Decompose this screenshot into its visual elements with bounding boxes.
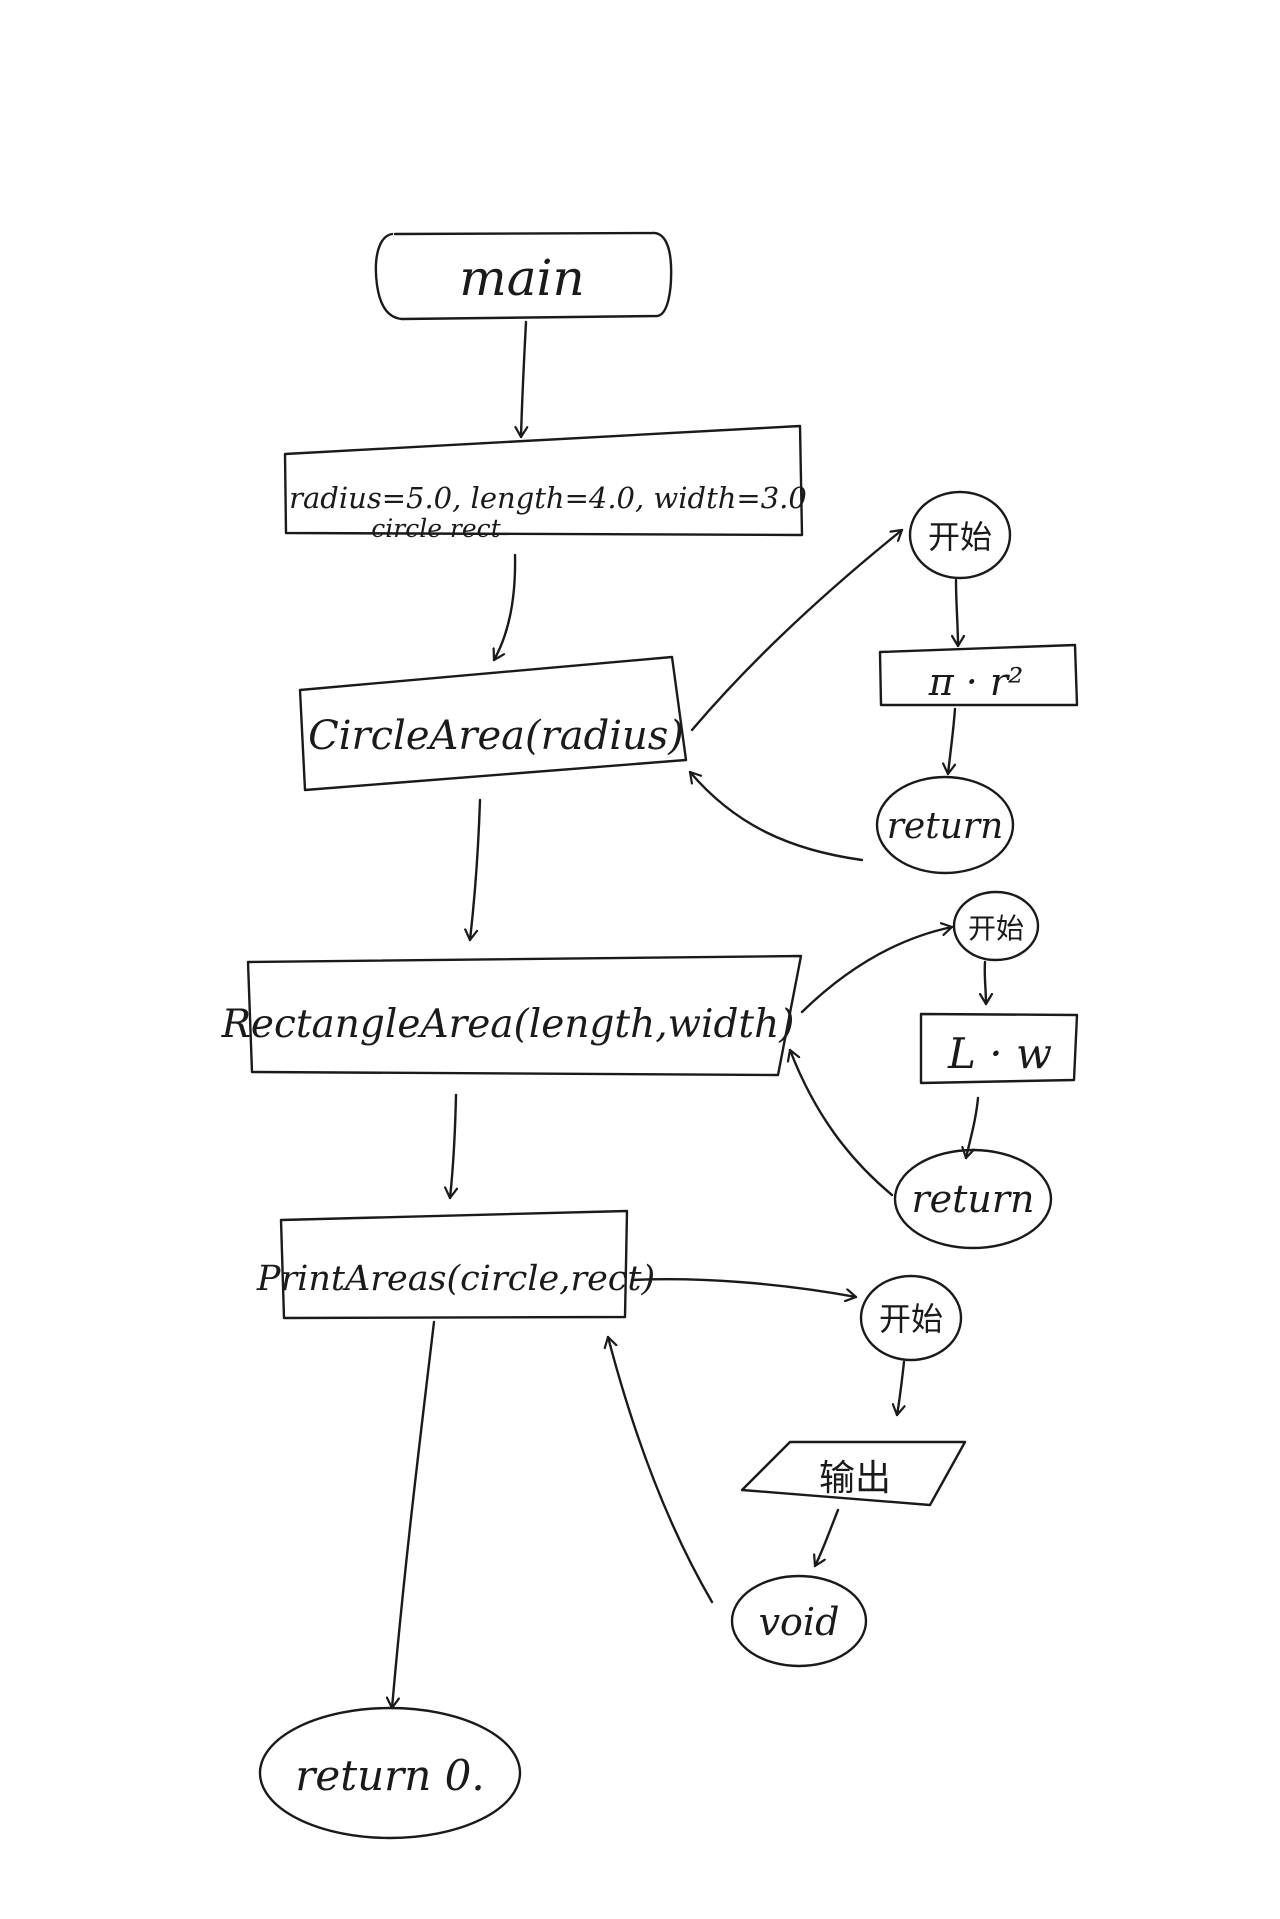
rect-func-start-label: 开始	[968, 912, 1024, 945]
print-func-start-label: 开始	[879, 1300, 943, 1338]
circle-func-body: π · r²	[878, 643, 1079, 707]
arrow-start-to-declare	[521, 320, 526, 439]
main-start-label: main	[459, 249, 584, 307]
print-func-body-label: 输出	[819, 1458, 891, 1499]
circle-func-return-label: return	[887, 806, 1004, 847]
arrow-declare-to-circle-call	[494, 553, 517, 662]
arrow-circle-call-to-func	[690, 528, 904, 732]
circle-func-return: return	[875, 775, 1015, 875]
circle-func-start-label: 开始	[928, 518, 992, 556]
circle-call-box: CircleArea(radius)	[298, 655, 688, 792]
print-func-end-label: void	[759, 1600, 840, 1644]
circle-func-start: 开始	[908, 490, 1012, 580]
rect-func-return-label: return	[911, 1177, 1034, 1221]
rect-func-body: L · w	[919, 1012, 1079, 1085]
arrow-rect-call-to-func	[800, 927, 954, 1014]
arrow-print-func-start-to-body	[897, 1360, 904, 1417]
arrow-print-call-to-func	[630, 1278, 858, 1297]
print-func-body: 输出	[740, 1440, 967, 1507]
circle-call-label: CircleArea(radius)	[308, 713, 684, 759]
rect-call-label: RectangleArea(length,width)	[221, 1002, 795, 1047]
main-end-label: return 0.	[295, 1751, 484, 1800]
print-func-start: 开始	[859, 1274, 963, 1362]
print-call-box: PrintAreas(circle,rect)	[256, 1209, 655, 1320]
arrow-print-func-body-to-void	[815, 1508, 840, 1568]
declaration-box: radius=5.0, length=4.0, width=3.0 circle…	[283, 424, 807, 543]
arrow-circle-to-rect-call	[470, 798, 482, 942]
rect-call-box: RectangleArea(length,width)	[221, 954, 803, 1077]
circle-func-body-label: π · r²	[928, 660, 1024, 704]
print-func-end: void	[730, 1574, 868, 1668]
arrow-print-to-end	[392, 1320, 436, 1710]
main-end-terminal: return 0.	[258, 1706, 522, 1840]
arrow-rect-func-start-to-body	[985, 960, 986, 1006]
main-start-terminal: main	[374, 231, 673, 321]
arrow-circle-func-return-to-call	[688, 770, 864, 862]
arrow-rect-func-return-to-call	[790, 1048, 894, 1197]
rect-func-start: 开始	[952, 890, 1040, 962]
arrow-circle-func-body-to-return	[948, 707, 957, 776]
declaration-line2: circle rect	[371, 514, 501, 543]
print-call-label: PrintAreas(circle,rect)	[256, 1259, 655, 1299]
rect-func-return: return	[893, 1148, 1053, 1250]
arrow-print-func-void-to-call	[608, 1335, 714, 1604]
arrow-rect-func-body-to-return	[966, 1096, 980, 1160]
declaration-line1: radius=5.0, length=4.0, width=3.0	[289, 481, 807, 515]
arrow-rect-to-print-call	[450, 1093, 456, 1200]
arrow-circle-func-start-to-body	[956, 578, 958, 648]
rect-func-body-label: L · w	[947, 1029, 1052, 1078]
